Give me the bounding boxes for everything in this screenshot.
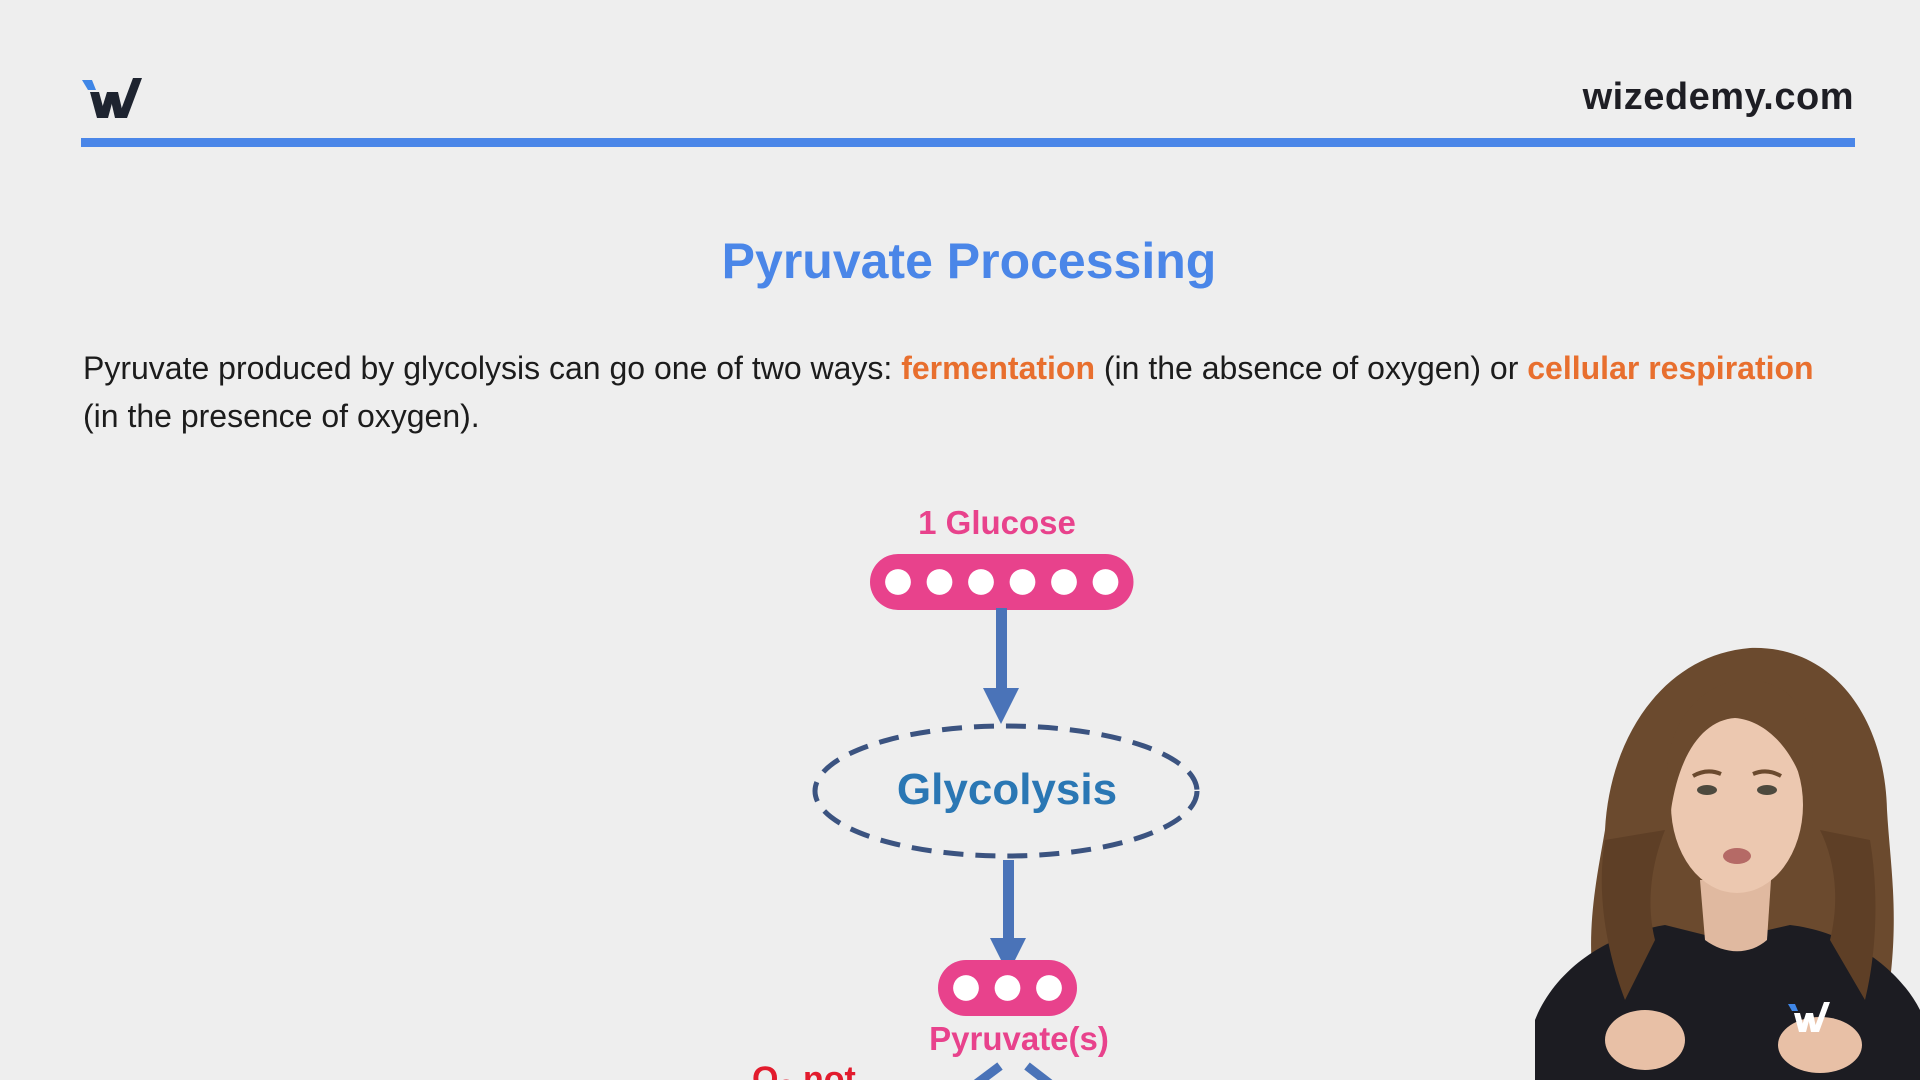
page-title: Pyruvate Processing: [721, 233, 1217, 289]
header-divider: [81, 138, 1855, 147]
pyruvate-label: Pyruvate(s): [929, 1020, 1109, 1057]
glucose-label: 1 Glucose: [918, 504, 1076, 541]
carbon-atom: [968, 569, 994, 595]
carbon-atom: [1009, 569, 1036, 595]
branch-arrows-icon: [973, 1062, 1053, 1080]
carbon-atom: [926, 569, 953, 595]
shirt-logo-icon: [1788, 1002, 1830, 1032]
wizedemy-logo-icon[interactable]: [80, 76, 144, 122]
carbon-chain-band: [870, 554, 1134, 610]
intro-text-3: (in the presence of oxygen).: [83, 398, 480, 434]
intro-text-1: Pyruvate produced by glycolysis can go o…: [83, 350, 902, 386]
carbon-atom: [1092, 569, 1119, 595]
pyruvate-carbon-chain-icon: [938, 960, 1077, 1016]
term-fermentation: fermentation: [901, 350, 1095, 386]
carbon-atom: [885, 569, 911, 595]
down-arrow-icon: [990, 860, 1026, 974]
carbon-atom: [953, 975, 979, 1001]
glycolysis-ellipse: [812, 723, 1200, 859]
carbon-atom: [1051, 569, 1077, 595]
presenter-video: [1535, 647, 1920, 1080]
intro-paragraph: Pyruvate produced by glycolysis can go o…: [83, 344, 1843, 440]
term-cellular-respiration: cellular respiration: [1527, 350, 1814, 386]
glucose-carbon-chain-icon: [870, 554, 1134, 610]
carbon-atom: [994, 975, 1021, 1001]
down-arrow-icon: [983, 608, 1019, 724]
carbon-atom: [1036, 975, 1062, 1001]
intro-text-2: (in the absence of oxygen) or: [1095, 350, 1528, 386]
o2-not-label: O₂ not: [752, 1060, 856, 1080]
glycolysis-label: Glycolysis: [897, 765, 1117, 814]
site-url[interactable]: wizedemy.com: [1582, 76, 1854, 118]
